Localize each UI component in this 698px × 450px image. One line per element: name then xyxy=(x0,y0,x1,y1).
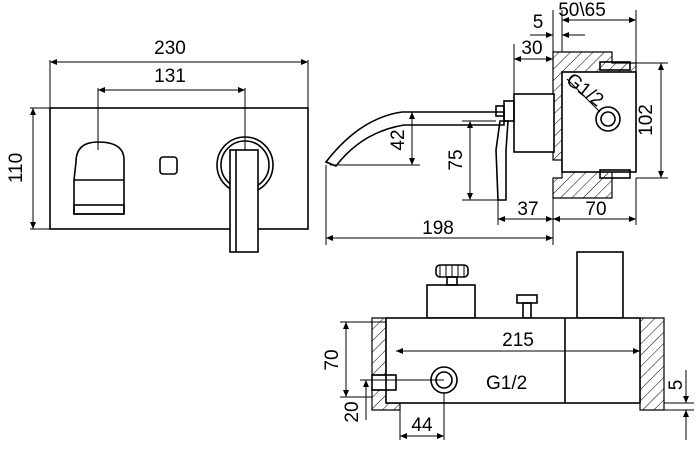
plan-dim-44-label: 44 xyxy=(411,415,433,436)
side-view: G1/2 5 50\65 30 102 42 xyxy=(324,0,668,245)
plan-dim-5-label: 5 xyxy=(666,380,687,391)
center-diverter xyxy=(159,156,178,175)
plan-dim-215-label: 215 xyxy=(502,330,534,351)
side-dim-5-label: 5 xyxy=(533,12,544,33)
side-dim-198-label: 198 xyxy=(422,218,454,239)
side-dim-70-label: 70 xyxy=(585,199,606,220)
side-dim-30-label: 30 xyxy=(521,38,542,59)
dim-131-label: 131 xyxy=(154,66,186,87)
side-dim-37-label: 37 xyxy=(517,199,538,220)
front-view: 230 131 110 xyxy=(6,38,309,253)
dim-230-label: 230 xyxy=(154,38,186,59)
front-wall-plate xyxy=(49,107,309,230)
plan-thread-label: G1/2 xyxy=(486,373,527,394)
side-dim-75-label: 75 xyxy=(446,149,467,170)
plan-dim-20-label: 20 xyxy=(342,401,363,422)
plan-dim-70-label: 70 xyxy=(322,349,343,370)
plan-view: G1/2 215 70 20 44 5 xyxy=(322,251,694,440)
side-dim-42-label: 42 xyxy=(388,129,409,150)
dim-110-label: 110 xyxy=(6,153,27,183)
left-handle xyxy=(73,141,125,215)
side-dim-102-label: 102 xyxy=(636,104,657,136)
right-mixer xyxy=(216,136,274,253)
plan-body xyxy=(385,317,641,404)
spout-profile xyxy=(324,111,505,167)
side-dim-50-65-label: 50\65 xyxy=(558,0,606,21)
